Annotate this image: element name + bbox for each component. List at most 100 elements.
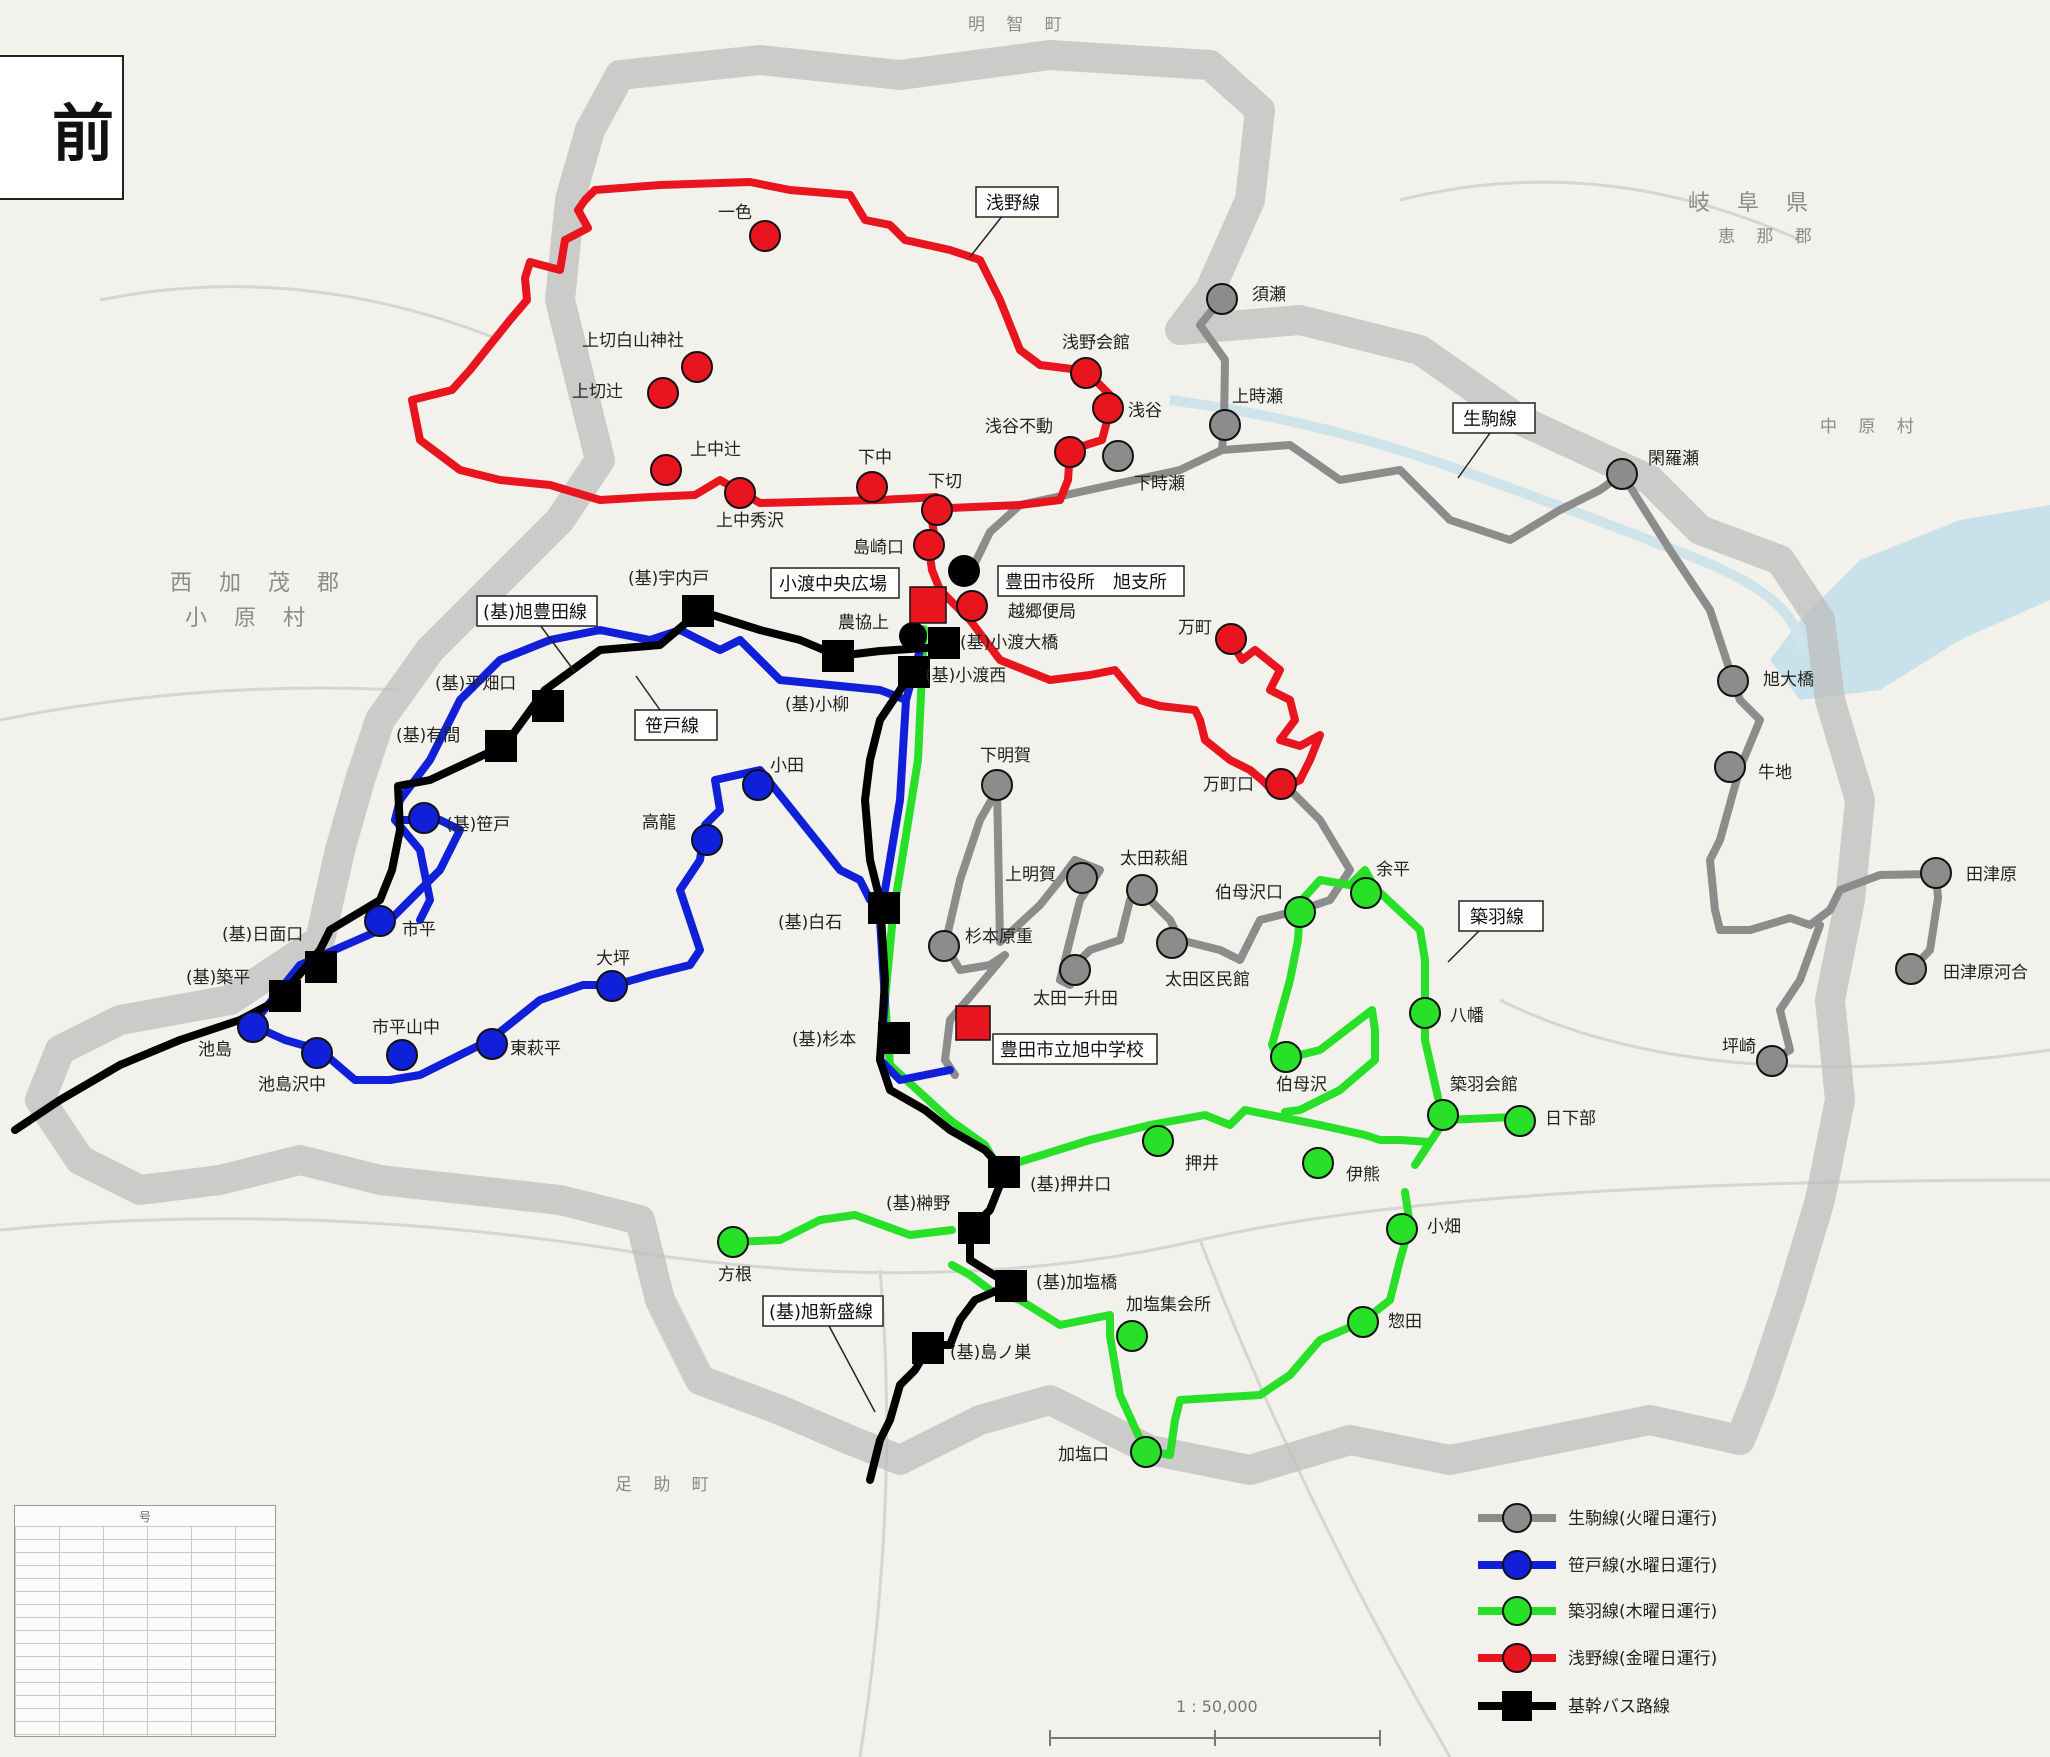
legend-item-ikoma: 生駒線(火曜日運行) (1478, 1503, 1717, 1533)
stop-trunk-arima (485, 730, 517, 762)
label-isshiki: 一色 (718, 203, 752, 223)
label-otsubo: 大坪 (596, 949, 630, 969)
label-houne: 方根 (718, 1265, 752, 1285)
route-asano-line-loop (408, 178, 1114, 560)
label-ushiji: 牛地 (1758, 763, 1792, 783)
legend-label-ikoma: 生駒線(火曜日運行) (1568, 1509, 1717, 1529)
label-kaminakatsuji: 上中辻 (690, 440, 741, 460)
stop-soda (1347, 1306, 1379, 1338)
route-sasado-line-loop2 (391, 816, 434, 924)
scale-bar: 1 : 50,000 (1049, 1697, 1381, 1746)
stop-trunk-shiraishi (868, 892, 900, 924)
landmark-city-office-marker (948, 555, 980, 587)
label-obatake: 小畑 (1427, 1217, 1461, 1237)
callout-city-office: 豊田市役所 旭支所 (997, 565, 1185, 597)
route-tsukibane (729, 625, 1519, 1459)
label-oodoohashi: (基)小渡大橋 (960, 633, 1058, 653)
map-index-table: 号 (14, 1505, 276, 1737)
region-label-obara: 小 原 村 (185, 606, 315, 631)
callout-ikoma-text: 生駒線 (1463, 409, 1517, 430)
callout-asahi-shinmori-text: (基)旭新盛線 (769, 1302, 873, 1323)
label-unaido: (基)宇内戸 (628, 569, 709, 589)
label-takatatsu: 高龍 (642, 813, 676, 833)
stop-tazuharakawai (1895, 953, 1927, 985)
stop-trunk-unaido (682, 595, 714, 627)
callout-school: 豊田市立旭中学校 (992, 1033, 1158, 1065)
stop-obasawaguchi (1156, 927, 1188, 959)
label-arima: (基)有間 (396, 726, 460, 746)
title-fragment: 前 (51, 96, 114, 170)
stop-kusakabe (1504, 1105, 1536, 1137)
label-asaya: 浅谷 (1128, 401, 1162, 421)
stop-obatake (1386, 1213, 1418, 1245)
label-tsukibira: (基)築平 (186, 968, 250, 988)
label-obasawaguchi: 伯母沢口 (1215, 883, 1283, 903)
legend-label-sasado: 笹戸線(水曜日運行) (1568, 1556, 1717, 1576)
region-label-gifu: 岐 阜 県 (1688, 191, 1818, 216)
stop-suse (1206, 283, 1238, 315)
stop-kaminakatsuji (650, 454, 682, 486)
label-hirahataguchi: (基)平畑口 (435, 674, 516, 694)
stop-kanrase (1606, 458, 1638, 490)
label-tazuharakawai: 田津原河合 (1943, 963, 2028, 983)
route-asano-line-manmachi (1226, 636, 1324, 784)
label-suse: 須瀬 (1252, 285, 1286, 305)
stop-trunk-kashiobashi (995, 1270, 1027, 1302)
stop-manmachi (1215, 623, 1247, 655)
stop-trunk-koyanagi (822, 640, 854, 672)
label-tsukibanekaikan: 築羽会館 (1450, 1075, 1518, 1095)
label-shimanosu: (基)島ノ巣 (950, 1343, 1031, 1363)
stop-oda (742, 769, 774, 801)
callout-asahi-shinmori: (基)旭新盛線 (762, 1295, 884, 1413)
callout-city-office-text: 豊田市役所 旭支所 (1005, 572, 1167, 593)
region-label-asuke: 足 助 町 (615, 1475, 717, 1495)
stop-higashihagidaira (476, 1028, 508, 1060)
stop-shimokiri (921, 494, 953, 526)
stop-otaisshoda (1059, 954, 1091, 986)
callout-sasado-text: 笹戸線 (645, 716, 699, 737)
legend-label-asano: 浅野線(金曜日運行) (1568, 1649, 1717, 1669)
ikoma-stops (928, 283, 1952, 1077)
callout-asahi-toyota: (基)旭豊田線 (476, 595, 598, 673)
label-tsubozaki: 坪崎 (1722, 1037, 1756, 1057)
label-oda: 小田 (770, 756, 804, 776)
label-oshii: 押井 (1185, 1154, 1219, 1174)
label-manmachi: 万町 (1178, 618, 1212, 638)
index-table-header: 号 (15, 1506, 275, 1527)
callout-sasado: 笹戸線 (634, 675, 718, 741)
stop-ushiji (1714, 751, 1746, 783)
label-oodonishi: (基)小渡西 (925, 666, 1006, 686)
stop-shimazakiguchi (913, 529, 945, 561)
stop-trunk-shimanosu (912, 1332, 944, 1364)
landmark-plaza-marker (909, 586, 947, 624)
index-table-grid (15, 1526, 275, 1736)
stop-tazuhara (1920, 857, 1952, 889)
route-ikoma-line-loop (941, 776, 1354, 1079)
label-koyanagi: (基)小柳 (785, 695, 849, 715)
label-ikuma: 伊熊 (1346, 1165, 1380, 1185)
label-kashioguchi: 加塩口 (1058, 1445, 1109, 1465)
stop-trunk-tsukibira (269, 980, 301, 1012)
label-sugimoto: (基)杉本 (792, 1030, 856, 1050)
label-kashiobashi: (基)加塩橋 (1036, 1273, 1117, 1293)
label-shiraishi: (基)白石 (778, 913, 842, 933)
callout-plaza: 小渡中央広場 (770, 567, 900, 599)
stop-houne (717, 1226, 749, 1258)
label-hachiman: 八幡 (1450, 1006, 1484, 1026)
stop-asayafudo (1054, 436, 1086, 468)
stop-ichihirayamanaka (386, 1039, 418, 1071)
label-kanrase: 閑羅瀬 (1648, 449, 1699, 469)
label-shimotokise: 下時瀬 (1134, 474, 1185, 494)
callout-tsukibane-text: 築羽線 (1470, 907, 1524, 928)
stop-trunk-oodonishi (898, 656, 930, 688)
stop-kashioguchi (1130, 1436, 1162, 1468)
stop-shimonaka (856, 471, 888, 503)
stop-otsubo (596, 970, 628, 1002)
label-sakakino: (基)榊野 (886, 1194, 950, 1214)
region-label-meichi: 明 智 町 (968, 15, 1070, 35)
legend-item-asano: 浅野線(金曜日運行) (1478, 1643, 1717, 1673)
stop-tsubozaki (1756, 1045, 1788, 1077)
stop-trunk-sakakino (958, 1212, 990, 1244)
legend-item-tsukibane: 築羽線(木曜日運行) (1478, 1596, 1717, 1626)
label-asano-kaikan: 浅野会館 (1062, 333, 1130, 353)
